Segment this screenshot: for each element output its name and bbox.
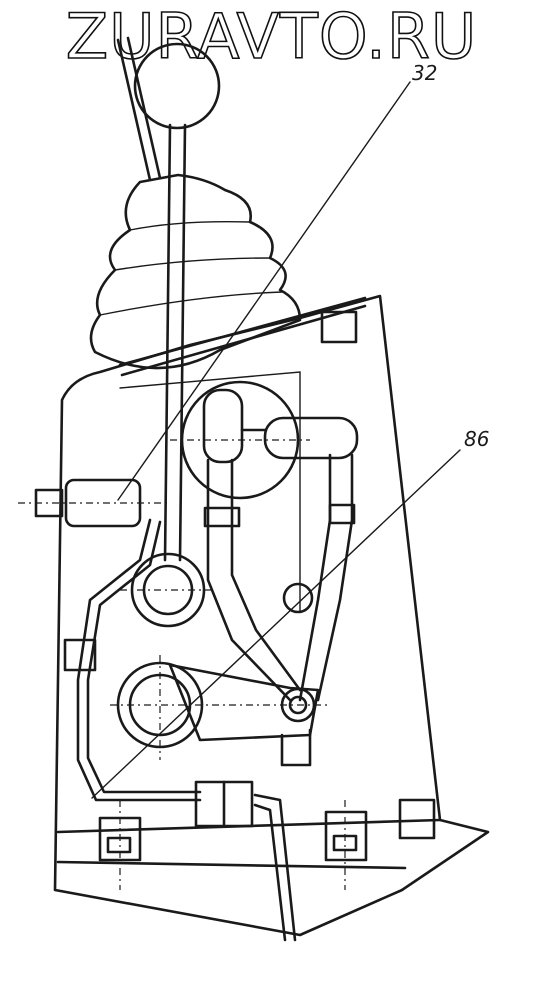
callout-32-leader [117, 81, 411, 501]
pivot-disc [170, 380, 310, 500]
selector-shaft-left [202, 388, 302, 702]
selector-shaft-right [240, 416, 359, 702]
bent-tube [63, 518, 202, 802]
bottom-mount-left [98, 800, 142, 890]
bottom-clamp-center [194, 780, 297, 942]
left-sleeve [18, 478, 170, 528]
lever-arm [168, 582, 320, 767]
bottom-mount-right [324, 798, 436, 890]
lower-gear-upper [120, 552, 215, 628]
lower-gear-main [110, 655, 330, 760]
bracket-rod [118, 296, 367, 377]
callout-86-label: 86 [464, 427, 489, 451]
lever-boot [89, 173, 302, 370]
callout-86-leader [91, 449, 461, 799]
callout-32-label: 32 [412, 61, 437, 85]
gear-lever [116, 36, 221, 562]
